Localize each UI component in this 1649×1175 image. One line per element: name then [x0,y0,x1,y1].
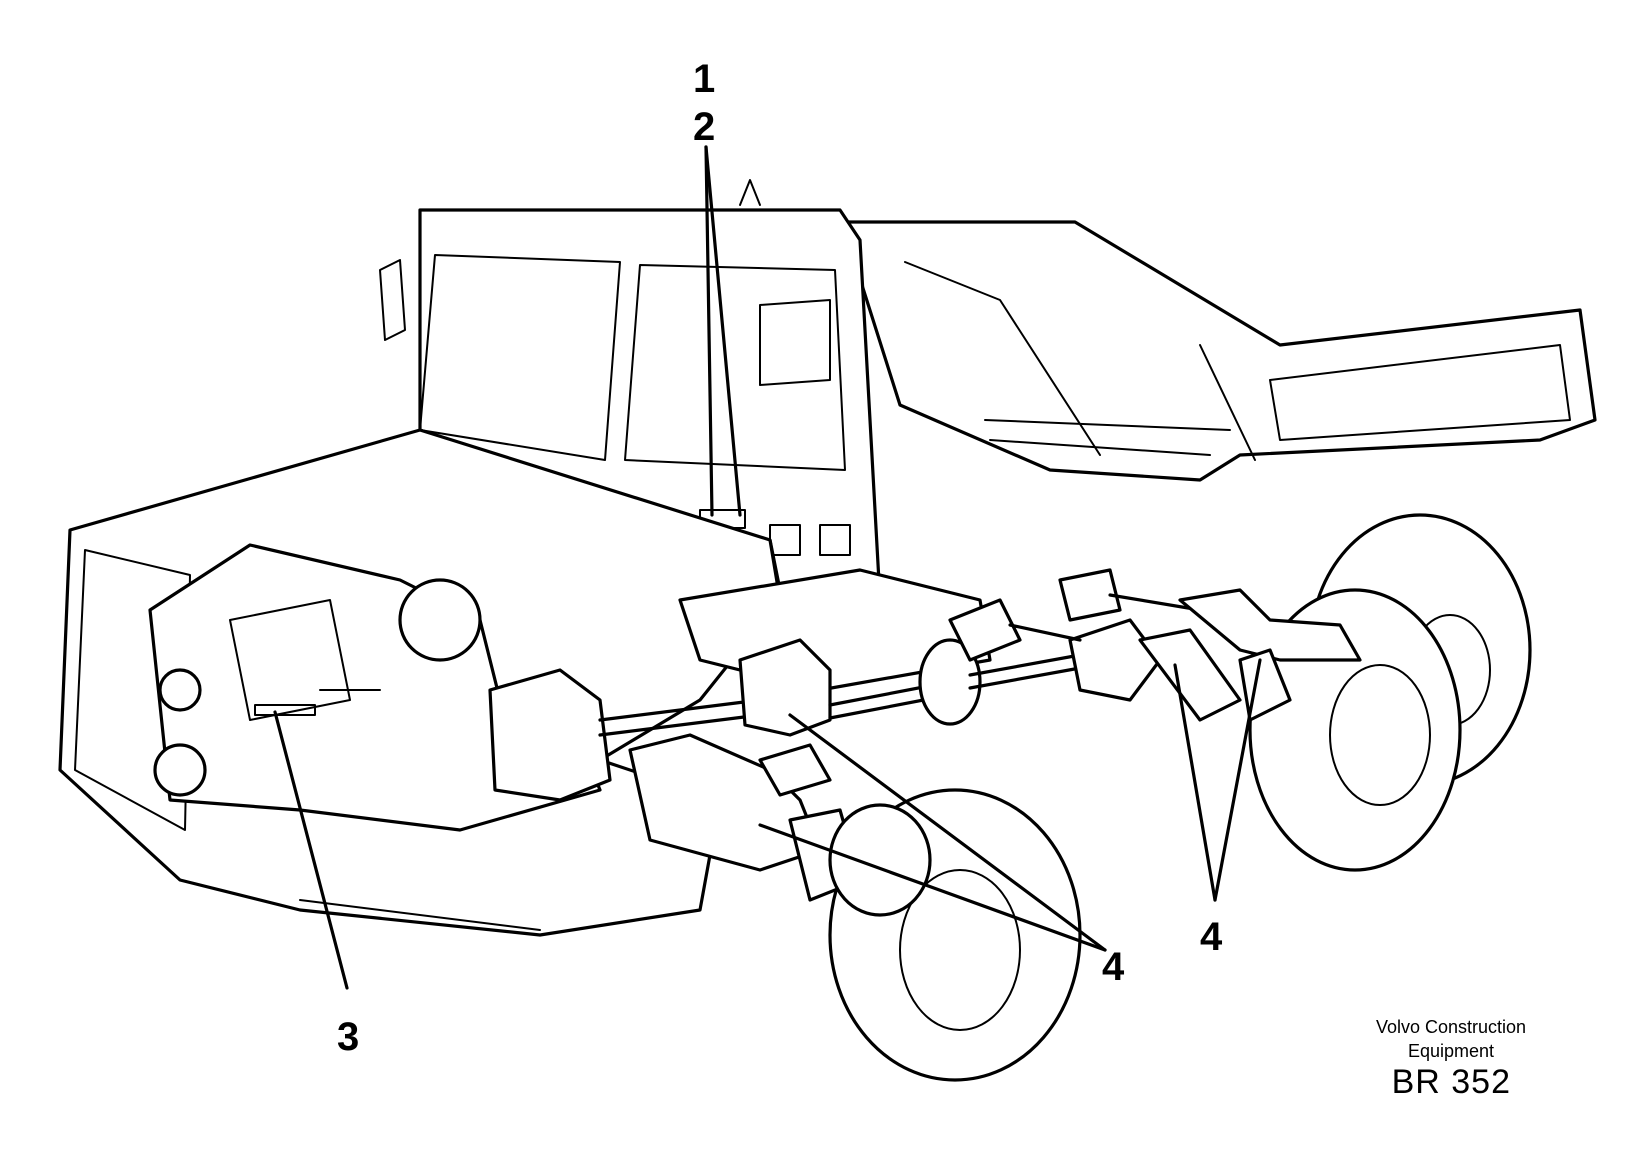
front-axle [628,733,932,917]
callout-2: 2 [693,105,715,149]
leader-lines [273,145,1262,990]
brand-label: Volvo Construction Equipment [1351,1015,1551,1063]
callout-4-rear: 4 [1200,915,1223,959]
callout-4-front: 4 [1102,945,1125,989]
brand-line-1: Volvo Construction [1375,1017,1527,1037]
propeller-shafts [598,568,1202,737]
dump-body [840,220,1597,482]
drawing-code: BR 352 [1391,1063,1511,1101]
callout-1: 1 [693,57,715,101]
transmission [148,543,612,832]
brand-line-2: Equipment [1407,1041,1495,1061]
callout-3: 3 [337,1015,359,1059]
